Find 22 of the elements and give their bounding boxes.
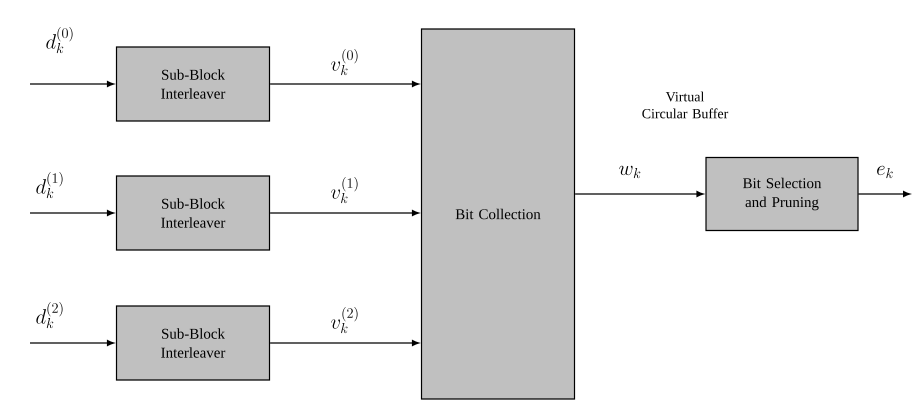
- edge-label: $v_k^{(2)}$: [331, 307, 358, 334]
- arrow: [270, 80, 420, 88]
- arrow: [858, 190, 910, 198]
- process-box: Bit Collection: [420, 28, 576, 400]
- process-box: Sub-Block Interleaver: [116, 46, 270, 122]
- edge-label: $d_k^{(2)}$: [36, 302, 63, 328]
- process-box: Sub-Block Interleaver: [116, 305, 270, 381]
- arrow: [30, 80, 114, 88]
- edge-label: $d_k^{(0)}$: [46, 27, 73, 54]
- arrow: [575, 190, 704, 198]
- edge-label: $w_k$: [619, 166, 640, 178]
- arrow: [30, 210, 114, 216]
- process-box: Sub-Block Interleaver: [116, 175, 270, 251]
- edge-label: $e_k$: [877, 166, 893, 178]
- process-box: Bit Selection and Pruning: [705, 156, 859, 232]
- edge-label: $v_k^{(1)}$: [331, 177, 358, 204]
- edge-label: $v_k^{(0)}$: [331, 49, 358, 76]
- arrow: [30, 340, 114, 346]
- note: Virtual Circular Buffer: [642, 92, 728, 118]
- arrow: [270, 210, 420, 216]
- arrow: [270, 340, 420, 346]
- edge-label: $d_k^{(1)}$: [36, 172, 63, 198]
